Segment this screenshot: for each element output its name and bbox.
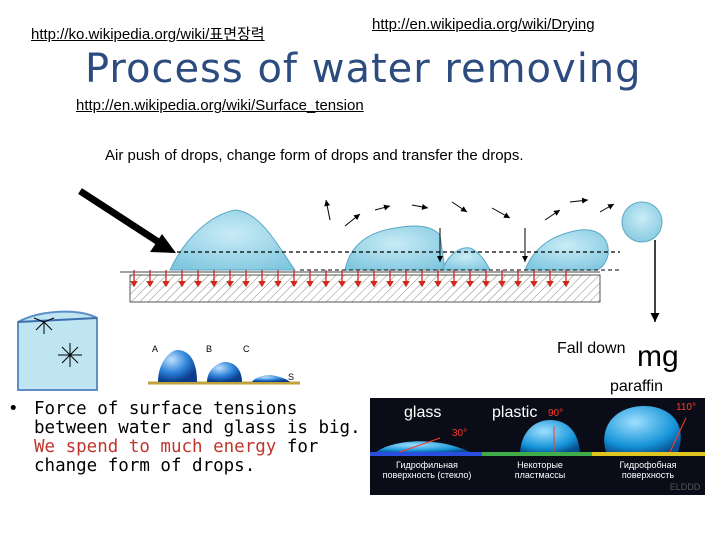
bullet-text-emphasis: We spend to much energy	[34, 437, 277, 457]
angle-90: 90°	[548, 408, 564, 419]
link-en-surface-tension[interactable]: http://en.wikipedia.org/wiki/Surface_ten…	[76, 97, 364, 114]
page-title: Process of water removing	[85, 46, 642, 92]
bullet-text-part-2: for change form of drops.	[34, 437, 319, 476]
fall-down-label: Fall down	[557, 340, 626, 357]
drop-4	[524, 229, 609, 271]
drop-3	[441, 247, 491, 271]
drop-glass	[376, 441, 470, 452]
photo-caption-1: Гидрофильная поверхность (стекло)	[382, 460, 472, 480]
drop-1	[169, 209, 296, 271]
bullet-text-part-1: Force of surface tensions between water …	[34, 399, 361, 438]
angle-30: 30°	[452, 428, 468, 439]
photo-label-glass: glass	[404, 404, 442, 421]
photo-caption-3: Гидрофобная поверхность	[619, 460, 677, 480]
drop-shape-diagram: A B C S	[148, 344, 300, 385]
mg-label: mg	[637, 340, 679, 373]
link-en-drying[interactable]: http://en.wikipedia.org/wiki/Drying	[372, 16, 595, 33]
photo-label-plastic: plastic	[492, 404, 538, 421]
drop-label-b: B	[206, 344, 212, 354]
link-ko-wiki[interactable]: http://ko.wikipedia.org/wiki/표면장력	[31, 26, 265, 43]
drop-label-c: C	[243, 344, 250, 354]
drop-plastic	[520, 420, 580, 452]
photo-watermark: ELDDD	[669, 482, 701, 492]
bullet-paragraph: • Force of surface tensions between wate…	[8, 400, 368, 476]
drop-label-s: S	[288, 372, 294, 382]
angle-110: 110°	[676, 402, 696, 413]
glass-plate	[129, 274, 601, 303]
drop-2	[344, 225, 446, 271]
molecule-force-diagram	[17, 310, 98, 391]
bullet-dot: •	[8, 399, 19, 419]
pressure-arrows	[130, 270, 570, 288]
falling-drop	[621, 201, 663, 243]
drop-label-a: A	[152, 344, 158, 354]
drop-paraffin	[604, 406, 681, 452]
air-arrow-line	[78, 188, 162, 246]
contact-angle-photo: glass plastic 30° 90° 110° Гидрофильная …	[370, 398, 705, 495]
paraffin-label: paraffin	[610, 378, 664, 395]
diagram-caption: Air push of drops, change form of drops …	[105, 147, 524, 164]
air-arrow-head	[150, 234, 176, 253]
photo-caption-2: Некоторые пластмассы	[514, 460, 566, 480]
